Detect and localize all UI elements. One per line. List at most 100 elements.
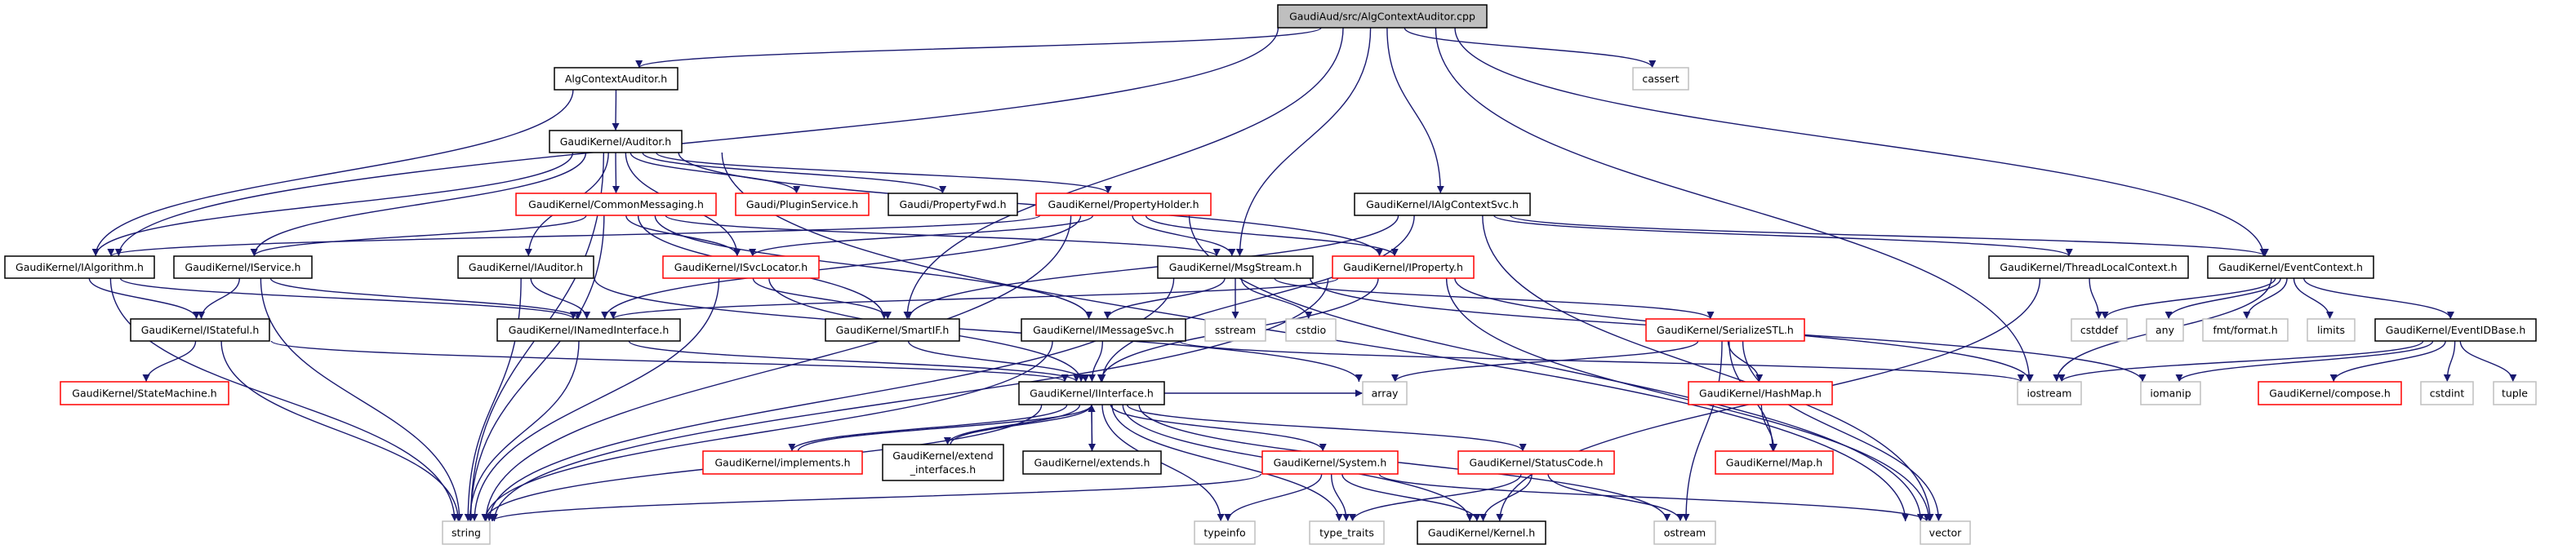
edge-isvclocator-to-string xyxy=(470,277,720,522)
node-iostream[interactable]: iostream xyxy=(2017,381,2082,405)
edge-auditor-to-pluginsvc xyxy=(630,152,801,194)
node-box xyxy=(1309,520,1385,545)
node-istateful[interactable]: GaudiKernel/IStateful.h xyxy=(130,318,270,342)
node-typetraits[interactable]: type_traits xyxy=(1309,520,1385,545)
node-map[interactable]: GaudiKernel/Map.h xyxy=(1715,450,1834,475)
node-label: GaudiKernel/INamedInterface.h xyxy=(509,324,670,336)
node-kernel[interactable]: GaudiKernel/Kernel.h xyxy=(1417,520,1546,545)
node-label: GaudiKernel/EventContext.h xyxy=(2218,261,2363,273)
edge-propholder-to-iproperty xyxy=(1145,215,1399,257)
node-statuscode[interactable]: GaudiKernel/StatusCode.h xyxy=(1457,450,1615,475)
edge-statuscode-to-kernel xyxy=(1479,473,1533,522)
node-ostream[interactable]: ostream xyxy=(1653,520,1716,545)
node-iproperty[interactable]: GaudiKernel/IProperty.h xyxy=(1332,255,1475,279)
edge-isvclocator-to-smartif xyxy=(752,277,892,320)
node-tuple[interactable]: tuple xyxy=(2493,381,2537,405)
node-label: GaudiKernel/IService.h xyxy=(185,261,301,273)
node-ialgorithm[interactable]: GaudiKernel/IAlgorithm.h xyxy=(4,255,155,279)
node-iservice[interactable]: GaudiKernel/IService.h xyxy=(173,255,313,279)
node-vector[interactable]: vector xyxy=(1920,520,1971,545)
edge-propholder-to-inamed xyxy=(601,215,1082,320)
node-box xyxy=(549,130,683,153)
node-array[interactable]: array xyxy=(1362,381,1408,405)
edge-auditor-to-propholder xyxy=(656,152,1112,194)
node-box xyxy=(2017,381,2082,405)
edge-hashmap-to-map xyxy=(1760,404,1777,452)
node-label: Gaudi/PropertyFwd.h xyxy=(899,198,1006,210)
node-msgstream[interactable]: GaudiKernel/MsgStream.h xyxy=(1157,255,1314,279)
node-imsgsvc[interactable]: GaudiKernel/IMessageSvc.h xyxy=(1021,318,1186,342)
edge-iauditor-to-inamed xyxy=(530,277,591,320)
node-iauditor[interactable]: GaudiKernel/IAuditor.h xyxy=(457,255,594,279)
node-box xyxy=(2420,381,2474,405)
node-ialgctxsvc[interactable]: GaudiKernel/IAlgContextSvc.h xyxy=(1354,193,1531,216)
node-label: GaudiKernel/Map.h xyxy=(1726,457,1822,469)
node-box xyxy=(1417,520,1546,545)
node-box xyxy=(442,520,491,545)
node-string[interactable]: string xyxy=(442,520,491,545)
node-box xyxy=(1645,318,1805,342)
node-eventctx[interactable]: GaudiKernel/EventContext.h xyxy=(2207,255,2374,279)
node-label: Gaudi/PluginService.h xyxy=(746,198,858,210)
node-commonmsg[interactable]: GaudiKernel/CommonMessaging.h xyxy=(515,193,717,216)
node-propholder[interactable]: GaudiKernel/PropertyHolder.h xyxy=(1035,193,1212,216)
node-fmtformat[interactable]: fmt/format.h xyxy=(2202,318,2289,342)
node-auditor[interactable]: GaudiKernel/Auditor.h xyxy=(549,130,683,153)
node-box xyxy=(882,444,1004,481)
node-label: _interfaces.h xyxy=(910,463,976,476)
node-box xyxy=(1457,450,1615,475)
node-root[interactable]: GaudiAud/src/AlgContextAuditor.cpp xyxy=(1277,4,1488,29)
node-sstream[interactable]: sstream xyxy=(1204,318,1266,342)
node-label: GaudiKernel/IMessageSvc.h xyxy=(1033,324,1174,336)
node-compose[interactable]: GaudiKernel/compose.h xyxy=(2258,381,2402,405)
node-cstdio[interactable]: cstdio xyxy=(1285,318,1337,342)
node-isvclocator[interactable]: GaudiKernel/ISvcLocator.h xyxy=(662,255,820,279)
node-pluginsvc[interactable]: Gaudi/PluginService.h xyxy=(735,193,870,216)
edge-extendif-to-iinterface xyxy=(950,404,1096,445)
node-hashmap[interactable]: GaudiKernel/HashMap.h xyxy=(1688,381,1833,405)
edge-propholder-to-ialgorithm xyxy=(107,215,1041,257)
node-statemachine[interactable]: GaudiKernel/StateMachine.h xyxy=(60,381,229,405)
node-label: cassert xyxy=(1642,73,1679,85)
node-cstdint[interactable]: cstdint xyxy=(2420,381,2474,405)
node-iinterface[interactable]: GaudiKernel/IInterface.h xyxy=(1018,381,1165,405)
edge-ialgctxsvc-to-eventctx xyxy=(1509,215,2269,257)
node-propfwd[interactable]: Gaudi/PropertyFwd.h xyxy=(888,193,1018,216)
edge-ialgctxsvc-to-smartif xyxy=(905,215,1399,320)
node-eventidbase[interactable]: GaudiKernel/EventIDBase.h xyxy=(2374,318,2537,342)
edge-statuscode-to-typetraits xyxy=(1349,473,1522,522)
node-inamed[interactable]: GaudiKernel/INamedInterface.h xyxy=(496,318,681,342)
edge-commonmsg-to-string xyxy=(467,215,605,522)
node-limits[interactable]: limits xyxy=(2307,318,2356,342)
edge-istateful-to-string xyxy=(220,340,462,522)
node-typeinfo[interactable]: typeinfo xyxy=(1194,520,1256,545)
node-smartif[interactable]: GaudiKernel/SmartIF.h xyxy=(825,318,960,342)
node-extends[interactable]: GaudiKernel/extends.h xyxy=(1022,450,1162,475)
node-extendif[interactable]: GaudiKernel/extend_interfaces.h xyxy=(882,444,1004,481)
node-label: GaudiKernel/PropertyHolder.h xyxy=(1048,198,1199,210)
node-cassert[interactable]: cassert xyxy=(1632,67,1689,91)
node-label: AlgContextAuditor.h xyxy=(565,73,667,85)
node-threadlocal[interactable]: GaudiKernel/ThreadLocalContext.h xyxy=(1988,255,2189,279)
node-cstddef[interactable]: cstddef xyxy=(2071,318,2128,342)
edge-root-to-eventctx xyxy=(1454,27,2267,257)
edge-iinterface-to-statuscode xyxy=(1126,404,1527,452)
node-system[interactable]: GaudiKernel/System.h xyxy=(1261,450,1399,475)
edge-system-to-typetraits xyxy=(1330,473,1350,522)
edge-system-to-kernel xyxy=(1341,473,1481,522)
node-box xyxy=(825,318,960,342)
node-algctxaud[interactable]: AlgContextAuditor.h xyxy=(554,67,678,91)
node-serializestl[interactable]: GaudiKernel/SerializeSTL.h xyxy=(1645,318,1805,342)
node-box xyxy=(1632,67,1689,91)
edge-smartif-to-iinterface xyxy=(907,340,1090,383)
node-implements[interactable]: GaudiKernel/implements.h xyxy=(702,450,863,475)
node-box xyxy=(735,193,870,216)
edge-commonmsg-to-msgstream xyxy=(665,215,1221,257)
edge-iauditor-to-array xyxy=(594,277,1363,383)
edge-commonmsg-to-iservice xyxy=(250,215,587,257)
node-label: cstdint xyxy=(2430,387,2465,400)
node-any[interactable]: any xyxy=(2146,318,2184,342)
node-label: GaudiKernel/IAuditor.h xyxy=(469,261,583,273)
node-iomanip[interactable]: iomanip xyxy=(2140,381,2201,405)
node-box xyxy=(662,255,820,279)
